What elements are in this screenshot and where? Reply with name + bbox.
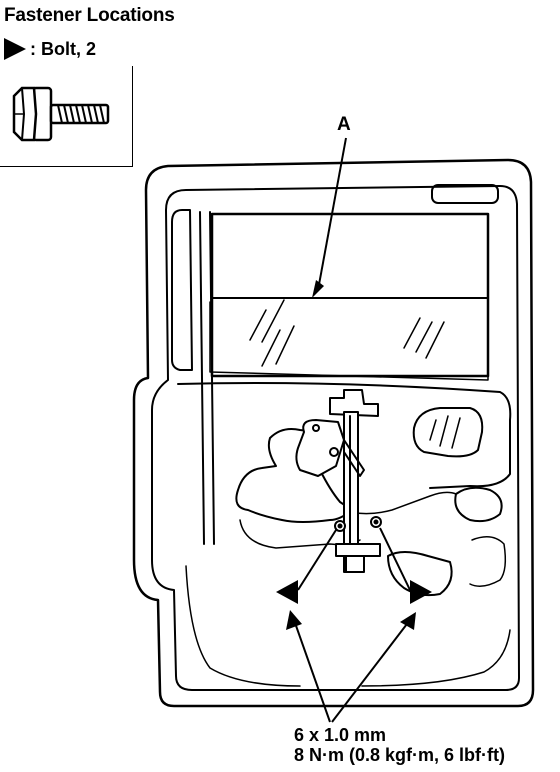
window-glass [210, 212, 490, 378]
bolt-marker-left [276, 580, 298, 604]
legend-label: : Bolt, 2 [30, 38, 96, 59]
door-outer-panel [132, 158, 535, 708]
bolt-icon [12, 86, 110, 142]
bolt-marker-icon [4, 38, 26, 60]
page-title: Fastener Locations [4, 5, 175, 26]
bolt-illustration-box [0, 66, 133, 167]
torque-spec: 6 x 1.0 mm 8 N·m (0.8 kgf·m, 6 lbf·ft) [294, 725, 505, 765]
bolt-marker-right [410, 580, 432, 604]
torque-value-label: 8 N·m (0.8 kgf·m, 6 lbf·ft) [294, 745, 506, 765]
fastener-legend: : Bolt, 2 [4, 38, 96, 60]
bolt-size-label: 6 x 1.0 mm [294, 725, 387, 745]
window-regulator [295, 389, 382, 573]
callout-a-label: A [337, 114, 351, 135]
door-inner-panel [151, 185, 520, 691]
